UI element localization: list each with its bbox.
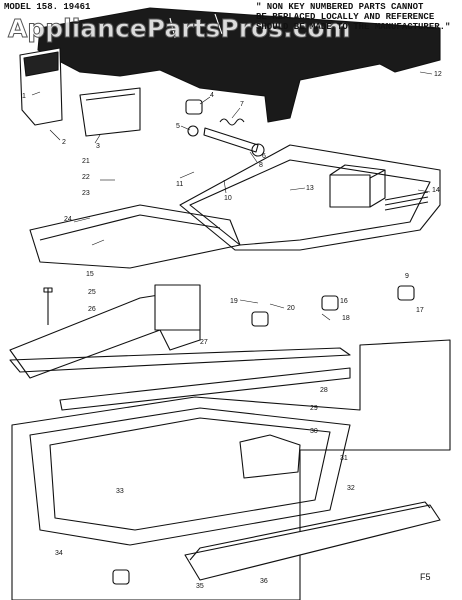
callout-11: 11 — [176, 181, 183, 188]
bolt-25 — [43, 287, 53, 325]
foot-group — [112, 285, 415, 585]
callout-25: 25 — [88, 289, 96, 296]
callout-35: 35 — [196, 583, 204, 590]
callout-34: 34 — [55, 550, 63, 557]
rod-28 — [9, 347, 351, 373]
model-label: MODEL 158. 19461 — [4, 2, 91, 12]
callout-12: 12 — [434, 71, 442, 78]
callout-27: 27 — [200, 339, 208, 346]
callout-16: 16 — [340, 298, 348, 305]
knob-4 — [185, 99, 203, 115]
spring-7 — [219, 118, 245, 126]
leader-lines — [31, 71, 433, 321]
figure-code: F5 — [420, 572, 431, 582]
note-line-1: " NON KEY NUMBERED PARTS CANNOT — [256, 2, 424, 12]
note-line-3: SHOULD BE MADE TO THE MANUFACTURER." — [256, 22, 451, 32]
callout-36: 36 — [260, 578, 268, 585]
callout-14: 14 — [432, 187, 440, 194]
callout-33: 33 — [116, 488, 124, 495]
callout-15: 15 — [86, 271, 94, 278]
callout-22: 22 — [82, 174, 90, 181]
bed-plate — [29, 204, 241, 269]
callout-9: 9 — [405, 273, 409, 280]
cover-36 — [184, 504, 441, 581]
bracket-3 — [79, 87, 141, 137]
callout-1: 1 — [22, 93, 26, 100]
callout-23: 23 — [82, 190, 90, 197]
callout-5: 5 — [176, 123, 180, 130]
callout-17: 17 — [416, 307, 424, 314]
callout-21: 21 — [82, 158, 90, 165]
watermark: AppliancePartsPros.com — [8, 14, 352, 44]
callout-18: 18 — [342, 315, 350, 322]
base-housing — [179, 144, 441, 251]
callout-3: 3 — [96, 143, 100, 150]
callout-30: 30 — [310, 428, 318, 435]
callout-32: 32 — [347, 485, 355, 492]
case-outline — [11, 339, 451, 600]
callout-19: 19 — [230, 298, 238, 305]
vent-slots — [384, 191, 429, 211]
case-body — [29, 407, 351, 546]
callout-20: 20 — [287, 305, 295, 312]
callout-29: 29 — [310, 405, 318, 412]
callout-6: 6 — [262, 153, 266, 160]
top-cover-rib — [169, 13, 223, 39]
callout-7: 7 — [240, 101, 244, 108]
callout-2: 2 — [62, 139, 66, 146]
callout-24: 24 — [64, 216, 72, 223]
callout-26: 26 — [88, 306, 96, 313]
callout-28: 28 — [320, 387, 328, 394]
callout-4: 4 — [210, 92, 214, 99]
callout-31: 31 — [340, 455, 348, 462]
top-cover — [37, 7, 441, 123]
callout-10: 10 — [224, 195, 232, 202]
note-line-2: BE REPLACED LOCALLY AND REFERENCE — [256, 12, 435, 22]
shaft-6 — [203, 127, 259, 153]
callout-13: 13 — [306, 185, 314, 192]
case-insert — [239, 434, 301, 479]
end-cover-shade — [23, 51, 59, 77]
callout-8: 8 — [259, 162, 263, 169]
washer-5 — [187, 125, 199, 137]
